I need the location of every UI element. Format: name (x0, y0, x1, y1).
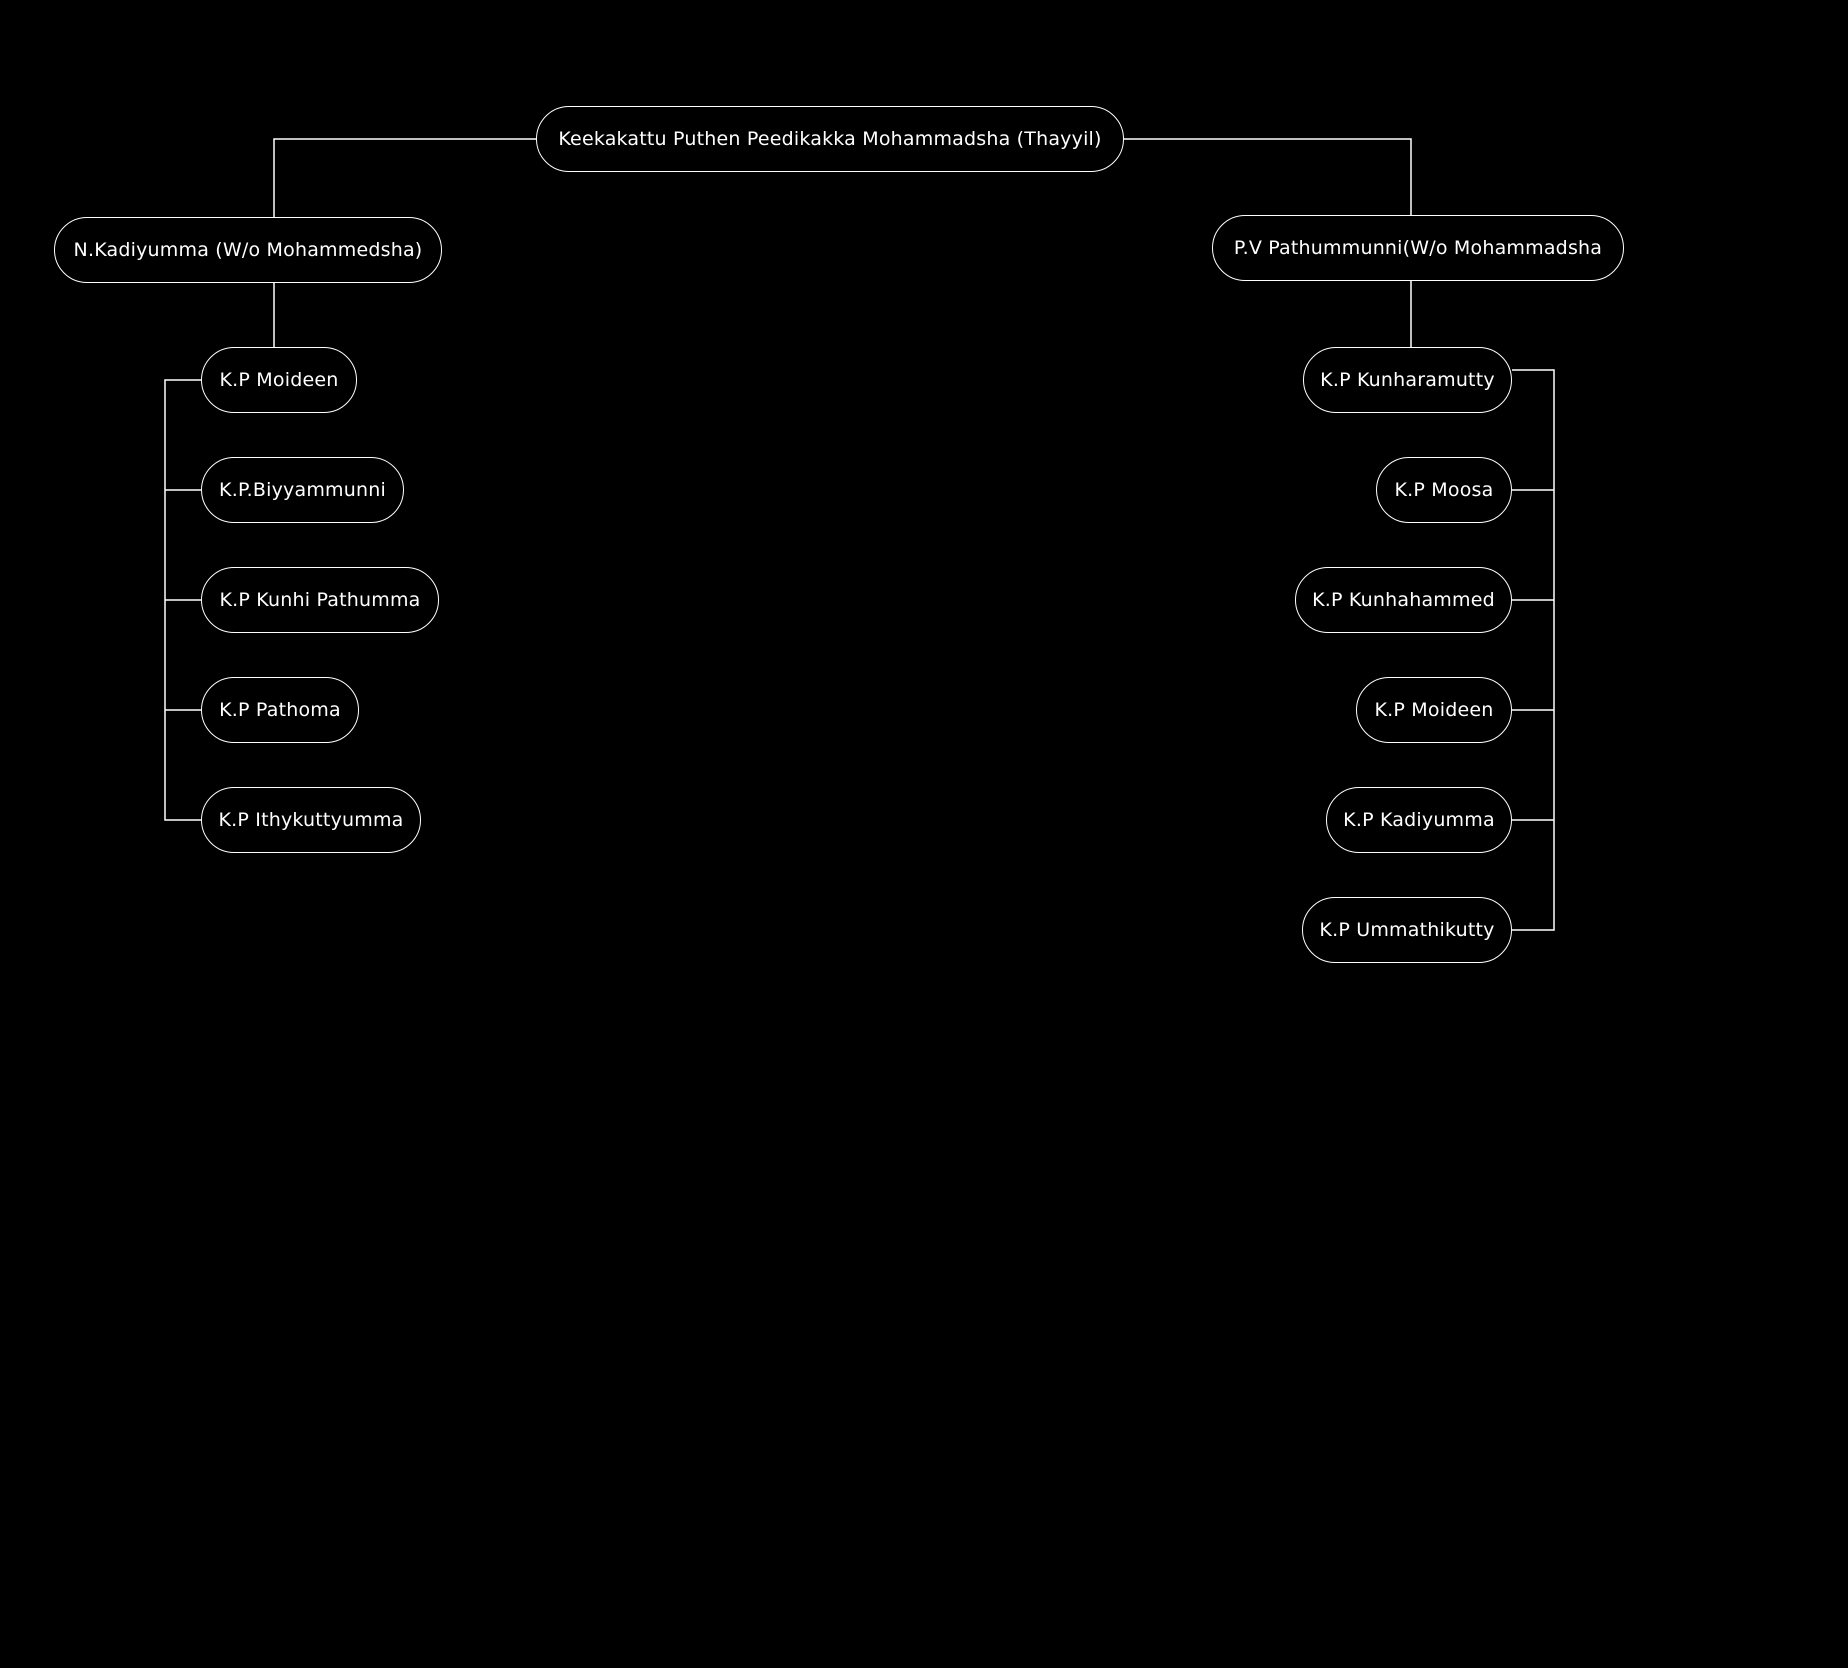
child-node-right-moideen[interactable]: K.P Moideen (1356, 677, 1512, 743)
child-node-left-biyyammunni[interactable]: K.P.Biyyammunni (201, 457, 404, 523)
root-node-mohammadsha[interactable]: Keekakattu Puthen Peedikakka Mohammadsha… (536, 106, 1124, 172)
child-node-right-moosa[interactable]: K.P Moosa (1376, 457, 1512, 523)
child-node-left-ithykuttyumma[interactable]: K.P Ithykuttyumma (201, 787, 421, 853)
connector-root-to-right-spouse (1124, 138, 1412, 215)
child-node-left-pathoma[interactable]: K.P Pathoma (201, 677, 359, 743)
child-node-right-ummathikutty[interactable]: K.P Ummathikutty (1302, 897, 1512, 963)
child-node-right-kunharamutty[interactable]: K.P Kunharamutty (1303, 347, 1512, 413)
spouse-node-pathummunni[interactable]: P.V Pathummunni(W/o Mohammadsha (1212, 215, 1624, 281)
spouse-node-kadiyumma[interactable]: N.Kadiyumma (W/o Mohammedsha) (54, 217, 442, 283)
connector-right-children-bracket (1512, 369, 1555, 931)
connector-root-to-left-spouse (273, 138, 536, 217)
child-node-left-moideen[interactable]: K.P Moideen (201, 347, 357, 413)
child-node-left-kunhi-pathumma[interactable]: K.P Kunhi Pathumma (201, 567, 439, 633)
child-node-right-kunhahammed[interactable]: K.P Kunhahammed (1295, 567, 1512, 633)
child-node-right-kadiyumma[interactable]: K.P Kadiyumma (1326, 787, 1512, 853)
connector-left-children-bracket (164, 379, 201, 821)
